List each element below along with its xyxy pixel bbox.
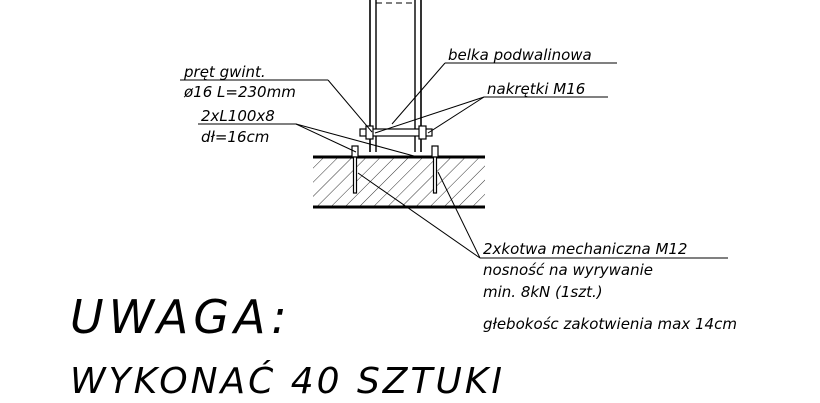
label-nakretki: nakrętki M16: [487, 80, 585, 98]
note-body: WYKONAĆ 40 SZTUKI: [70, 360, 505, 402]
label-angle-line2: dł=16cm: [201, 128, 269, 146]
label-kotwa-title: 2xkotwa mechaniczna M12: [483, 240, 687, 258]
label-angle-line1: 2xL100x8: [201, 107, 275, 125]
label-belka: belka podwalinowa: [448, 46, 592, 64]
leader-lines: [180, 62, 728, 259]
label-pret-line1: pręt gwint.: [183, 63, 266, 81]
note-title: UWAGA:: [70, 290, 292, 344]
label-kotwa-line2: min. 8kN (1szt.): [483, 283, 603, 301]
label-kotwa-line1: nosność na wyrywanie: [483, 261, 653, 279]
label-kotwa-line3: głebokośc zakotwienia max 14cm: [483, 315, 737, 333]
mechanical-anchors: [351, 145, 439, 194]
foundation-beam: [313, 155, 485, 209]
label-pret-line2: ø16 L=230mm: [183, 83, 296, 101]
base-plate: [359, 125, 433, 140]
